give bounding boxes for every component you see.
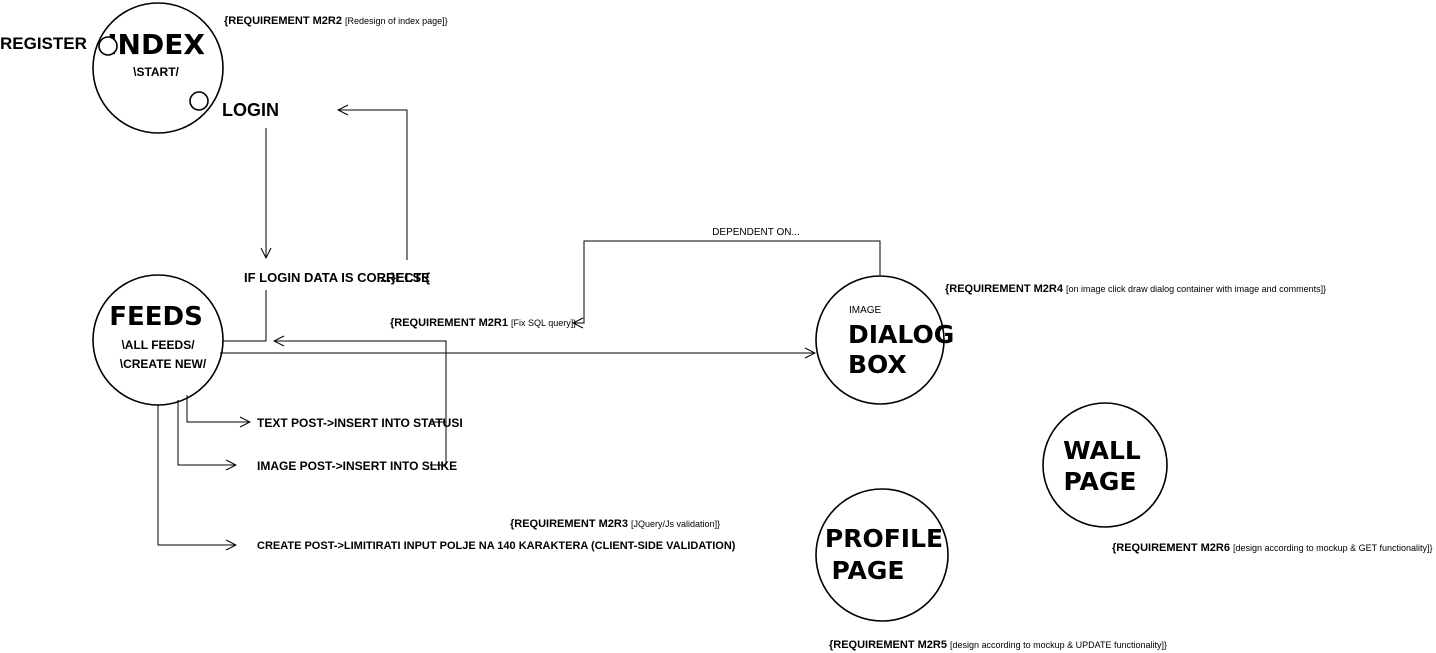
image-post-arrow	[177, 400, 236, 465]
posts-return-arrow	[274, 341, 447, 465]
feeds-title: FEEDS	[109, 302, 203, 332]
condition-to-feeds-line	[218, 290, 267, 342]
requirement-m2r3: {REQUIREMENT M2R3 [JQuery/Js validation]…	[510, 518, 720, 530]
image-post-label: IMAGE POST->INSERT INTO SLIKE	[257, 459, 457, 473]
profile-page-title: PAGE	[832, 556, 905, 585]
profile-title: PROFILE	[825, 524, 943, 553]
feeds-create-new: \CREATE NEW/	[120, 357, 207, 371]
dialog-box-node: IMAGE DIALOG BOX	[815, 275, 954, 405]
requirement-m2r5: {REQUIREMENT M2R5 [design according to m…	[829, 639, 1167, 651]
index-title: INDEX	[107, 28, 205, 61]
register-label: REGISTER	[0, 34, 87, 53]
wall-page-node: WALL PAGE	[1042, 402, 1168, 528]
register-port	[98, 36, 118, 56]
dialog-box-circle	[815, 275, 945, 405]
else-text: ...}ELSE	[380, 270, 430, 285]
create-post-label: CREATE POST->LIMITIRATI INPUT POLJE NA 1…	[257, 540, 736, 552]
requirement-m2r4: {REQUIREMENT M2R4 [on image click draw d…	[945, 283, 1326, 295]
index-node: INDEX \START/	[92, 2, 224, 134]
wall-title: WALL	[1063, 436, 1141, 465]
requirement-m2r2: {REQUIREMENT M2R2 [Redesign of index pag…	[224, 15, 448, 27]
login-port	[189, 91, 209, 111]
index-subtitle: \START/	[133, 65, 179, 79]
profile-page-circle	[815, 488, 949, 622]
text-post-arrow	[186, 395, 250, 422]
wall-page-title: PAGE	[1064, 467, 1137, 496]
wall-page-circle	[1042, 402, 1168, 528]
text-post-label: TEXT POST->INSERT INTO STATUSI	[257, 416, 463, 430]
profile-page-node: PROFILE PAGE	[815, 488, 949, 622]
else-loop-arrow	[338, 110, 408, 260]
create-post-arrow	[157, 405, 236, 545]
requirement-m2r6: {REQUIREMENT M2R6 [design according to m…	[1112, 542, 1432, 554]
feeds-all-feeds: \ALL FEEDS/	[121, 338, 195, 352]
dependent-on-label: DEPENDENT ON...	[712, 227, 800, 238]
feeds-node: FEEDS \ALL FEEDS/ \CREATE NEW/	[92, 274, 224, 406]
dialog-title: DIALOG	[848, 320, 954, 349]
login-label: LOGIN	[222, 100, 279, 120]
dependent-on-arrow	[573, 240, 881, 323]
login-condition-text: IF LOGIN DATA IS CORRECT {	[244, 270, 430, 285]
requirement-m2r1: {REQUIREMENT M2R1 [Fix SQL query]}	[390, 317, 576, 329]
dialog-image-label: IMAGE	[849, 305, 882, 316]
dialog-title-box: BOX	[848, 350, 907, 379]
